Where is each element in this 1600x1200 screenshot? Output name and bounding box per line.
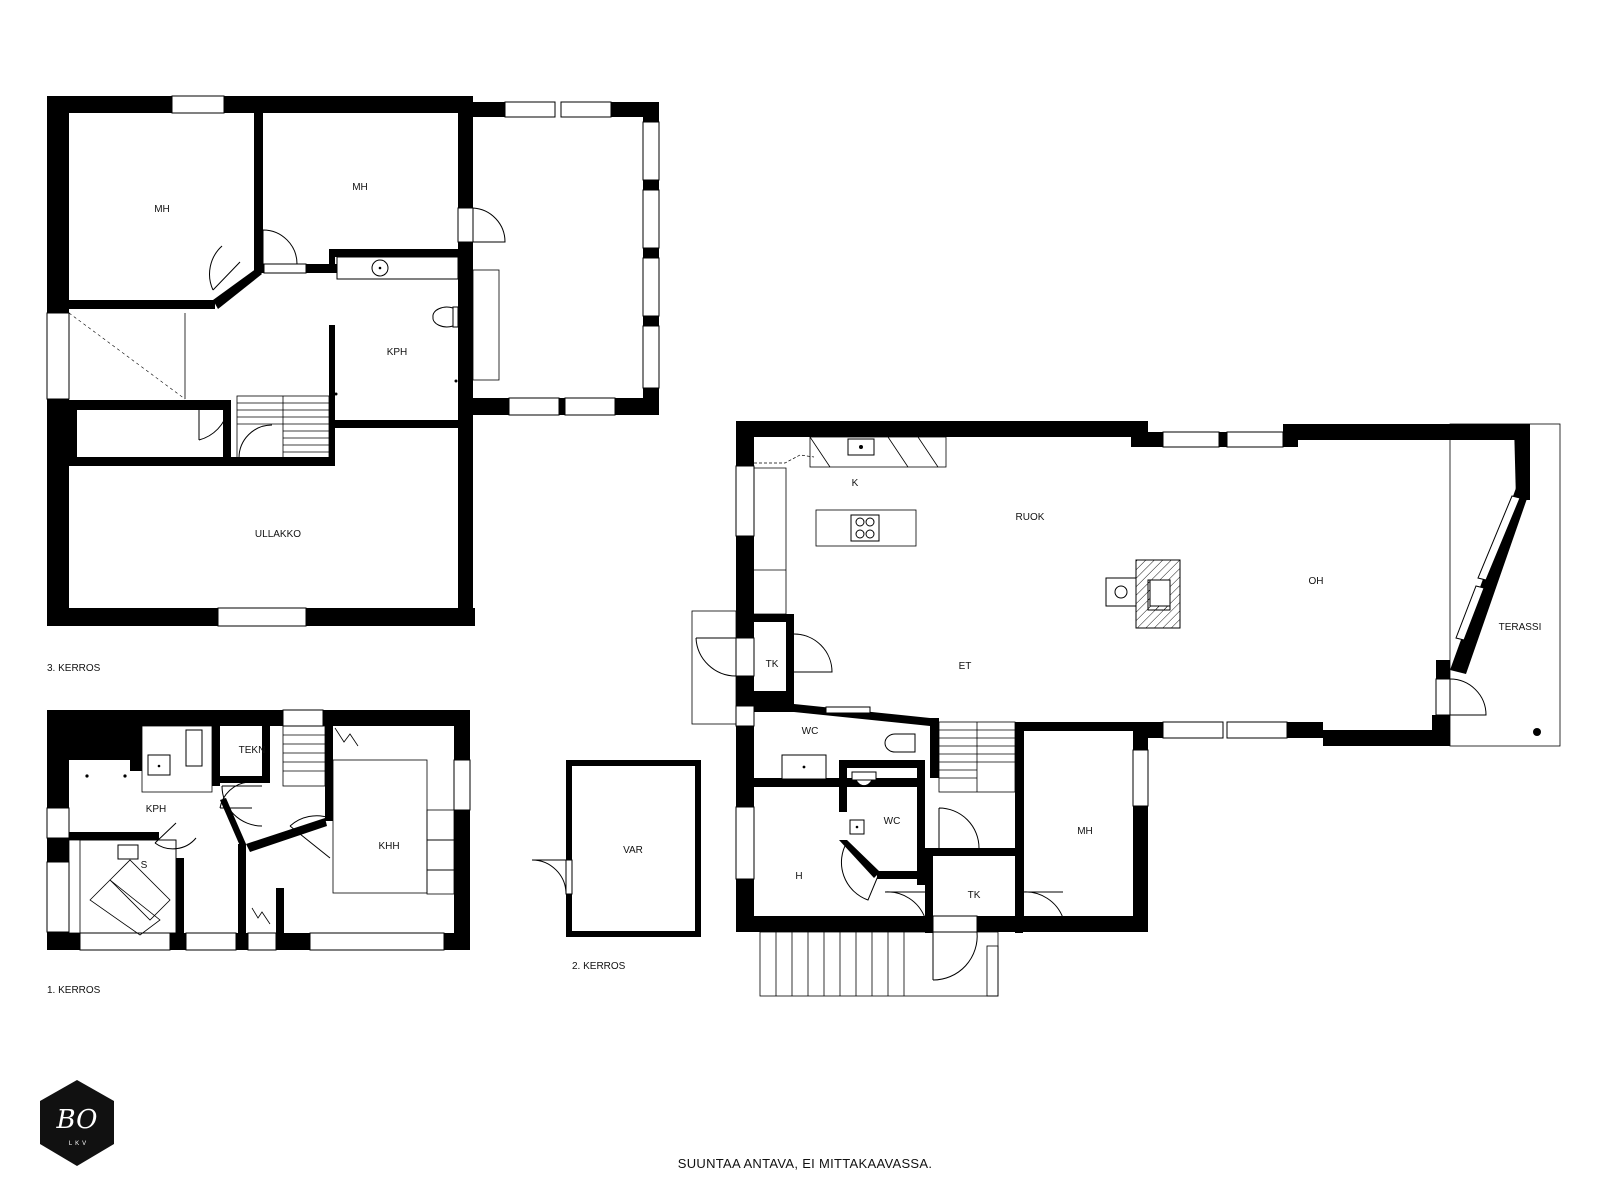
logo-mark: BO [56,1105,98,1135]
room-label-var: VAR [623,845,643,856]
room-label-tk-1: TK [766,659,779,670]
floor-3-plan [46,95,660,627]
room-label-ullakko: ULLAKKO [255,529,301,540]
room-label-h: H [795,871,802,882]
floor-2-storage-plan [531,760,701,937]
floor-2-main-plan [691,421,1561,997]
floor-label-1: 1. KERROS [47,985,101,996]
room-label-wc-2: WC [884,816,901,827]
room-label-ruok: RUOK [1016,512,1045,523]
floor-label-2: 2. KERROS [572,961,626,972]
room-label-oh: OH [1309,576,1324,587]
floor-1-plan [46,709,471,951]
room-label-mh-2: MH [352,182,368,193]
bo-lkv-logo: BO LKV [40,1080,114,1166]
room-label-mh-main: MH [1077,826,1093,837]
room-label-sauna: S [141,860,148,871]
floor-label-3: 3. KERROS [47,663,101,674]
room-label-mh-1: MH [154,204,170,215]
room-labels: MH MH KPH ULLAKKO TEKN KPH S KHH VAR K R… [141,182,1542,901]
room-label-wc-1: WC [802,726,819,737]
room-label-k: K [852,478,859,489]
room-label-kph-1: KPH [146,804,167,815]
room-label-tekn: TEKN [239,745,266,756]
scale-disclaimer: SUUNTAA ANTAVA, EI MITTAKAAVASSA. [678,1156,933,1171]
room-label-kph-3: KPH [387,347,408,358]
room-label-tk-2: TK [968,890,981,901]
room-label-et: ET [959,661,972,672]
room-label-terassi: TERASSI [1499,622,1542,633]
room-label-khh: KHH [378,841,399,852]
logo-subtext: LKV [69,1141,89,1147]
